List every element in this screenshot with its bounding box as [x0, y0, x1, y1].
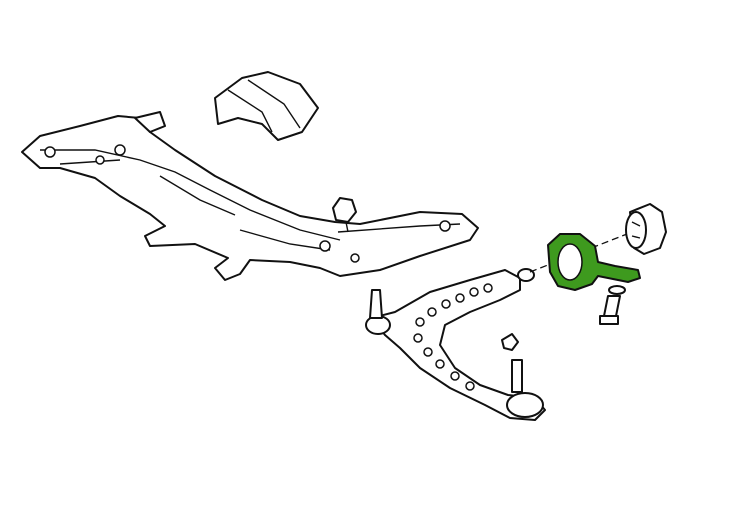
control-arm — [365, 268, 546, 421]
ball-joint-studs — [369, 289, 523, 393]
bracket-bolt — [599, 285, 626, 325]
front-subframe — [21, 111, 479, 281]
rubber-bushing — [625, 203, 667, 255]
subframe-mount — [332, 197, 357, 233]
heat-shield-bracket — [214, 71, 319, 141]
bushing-bracket-highlighted[interactable] — [547, 233, 641, 291]
